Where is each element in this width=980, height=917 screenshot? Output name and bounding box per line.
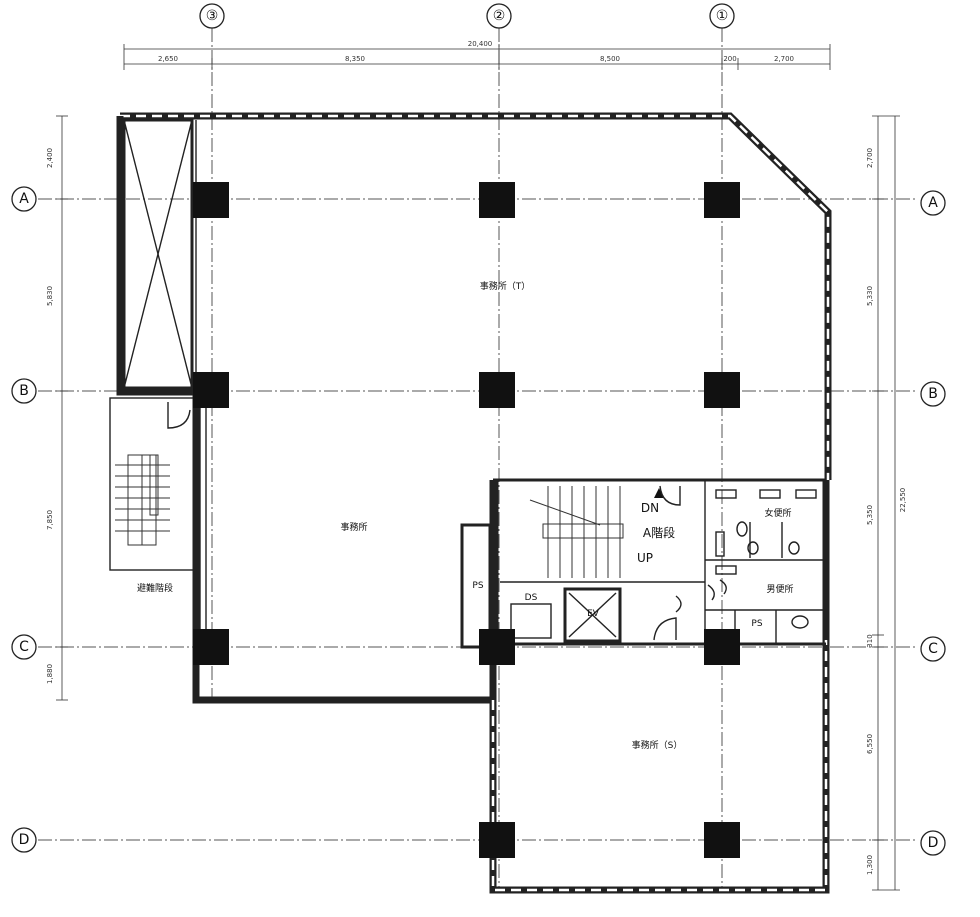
void-shaft (122, 118, 197, 392)
column-c1 (704, 629, 740, 665)
dim-left-span-4: 1,880 (46, 664, 54, 684)
dimension-lines (56, 44, 900, 891)
grid-bubble-col-3: ③ (199, 3, 225, 29)
dim-top-span-5: 2,700 (774, 55, 794, 63)
grid-label-row-c-left: C (19, 639, 29, 655)
grid-label-col-3: ③ (206, 8, 219, 24)
grid-label-row-c-right: C (928, 641, 938, 657)
core-doors (653, 485, 715, 641)
room-label-ps-right: PS (751, 619, 762, 629)
room-label-office-t: 事務所（T） (480, 280, 531, 292)
column-b1 (704, 372, 740, 408)
column-a1 (704, 182, 740, 218)
mens-restroom: 男便所 (715, 565, 809, 629)
column-a3 (193, 182, 229, 218)
dim-right-span-5: 6,550 (866, 734, 874, 754)
column-a2 (479, 182, 515, 218)
grid-label-row-b-left: B (19, 383, 29, 399)
room-label-ps-left: PS (472, 581, 483, 591)
grid-bubble-col-1: ① (709, 3, 735, 29)
structural-columns (193, 182, 740, 858)
grid-label-col-2: ② (493, 8, 506, 24)
ps-shaft-right: PS (751, 619, 762, 629)
dim-top-span-1: 2,650 (158, 55, 178, 63)
stair-label-dn: DN (641, 501, 659, 515)
room-label-ev: EV (587, 609, 600, 619)
grid-bubble-row-c-right: C (920, 636, 946, 662)
room-label-office-main: 事務所 (340, 521, 367, 533)
dim-top-span-4: 200 (723, 55, 736, 63)
grid-bubble-col-2: ② (486, 3, 512, 29)
dimension-labels: 20,400 2,650 8,350 8,500 200 2,700 2,400… (46, 40, 907, 875)
grid-bubble-row-d-right: D (920, 830, 946, 856)
grid-lines (38, 28, 918, 890)
ps-shaft-left: PS (460, 523, 492, 649)
stair-label-up: UP (637, 551, 653, 565)
dim-left-span-2: 5,830 (46, 286, 54, 306)
grid-label-col-1: ① (716, 8, 729, 24)
room-label-office-s: 事務所（S） (632, 739, 683, 751)
ds-shaft: DS (510, 593, 552, 639)
column-b3 (193, 372, 229, 408)
grid-bubble-row-a-right: A (920, 190, 946, 216)
exterior-walls (116, 112, 832, 894)
dim-right-span-1: 2,700 (866, 148, 874, 168)
dim-right-span-6: 1,300 (866, 855, 874, 875)
dim-left-span-3: 7,850 (46, 510, 54, 530)
column-c2 (479, 629, 515, 665)
room-label-fire-stair: 避難階段 (137, 582, 173, 594)
grid-label-row-a-right: A (928, 195, 938, 211)
grid-label-row-d-left: D (19, 832, 30, 848)
column-d1 (704, 822, 740, 858)
a-stair: DN A階段 UP (529, 486, 675, 578)
column-b2 (479, 372, 515, 408)
elevator: EV (563, 587, 622, 643)
column-c3 (193, 629, 229, 665)
grid-bubble-row-b-left: B (11, 378, 37, 404)
room-label-mens-wc: 男便所 (766, 583, 793, 595)
dim-right-span-2: 5,330 (866, 286, 874, 306)
room-label-ds: DS (525, 593, 538, 603)
grid-bubble-row-d-left: D (11, 827, 37, 853)
dim-left-span-1: 2,400 (46, 148, 54, 168)
up-arrow-icon (654, 488, 664, 498)
room-label-a-stair: A階段 (643, 525, 675, 540)
dim-top-span-3: 8,500 (600, 55, 620, 63)
grid-label-row-b-right: B (928, 386, 938, 402)
room-label-womens-wc: 女便所 (764, 507, 791, 519)
dim-right-span-4: 310 (866, 634, 874, 647)
grid-bubble-row-b-right: B (920, 381, 946, 407)
grid-bubble-row-c-left: C (11, 634, 37, 660)
core-partitions (495, 480, 826, 646)
dim-right-span-3: 5,350 (866, 505, 874, 525)
column-d2 (479, 822, 515, 858)
fire-escape-stair: 避難階段 (109, 397, 197, 594)
dim-top-total: 20,400 (468, 40, 493, 48)
grid-bubble-row-a-left: A (11, 186, 37, 212)
dim-right-total: 22,550 (899, 488, 907, 513)
grid-label-row-d-right: D (928, 835, 939, 851)
office-partitions (199, 392, 207, 640)
womens-restroom: 女便所 (715, 489, 817, 558)
dim-top-span-2: 8,350 (345, 55, 365, 63)
grid-label-row-a-left: A (19, 191, 29, 207)
